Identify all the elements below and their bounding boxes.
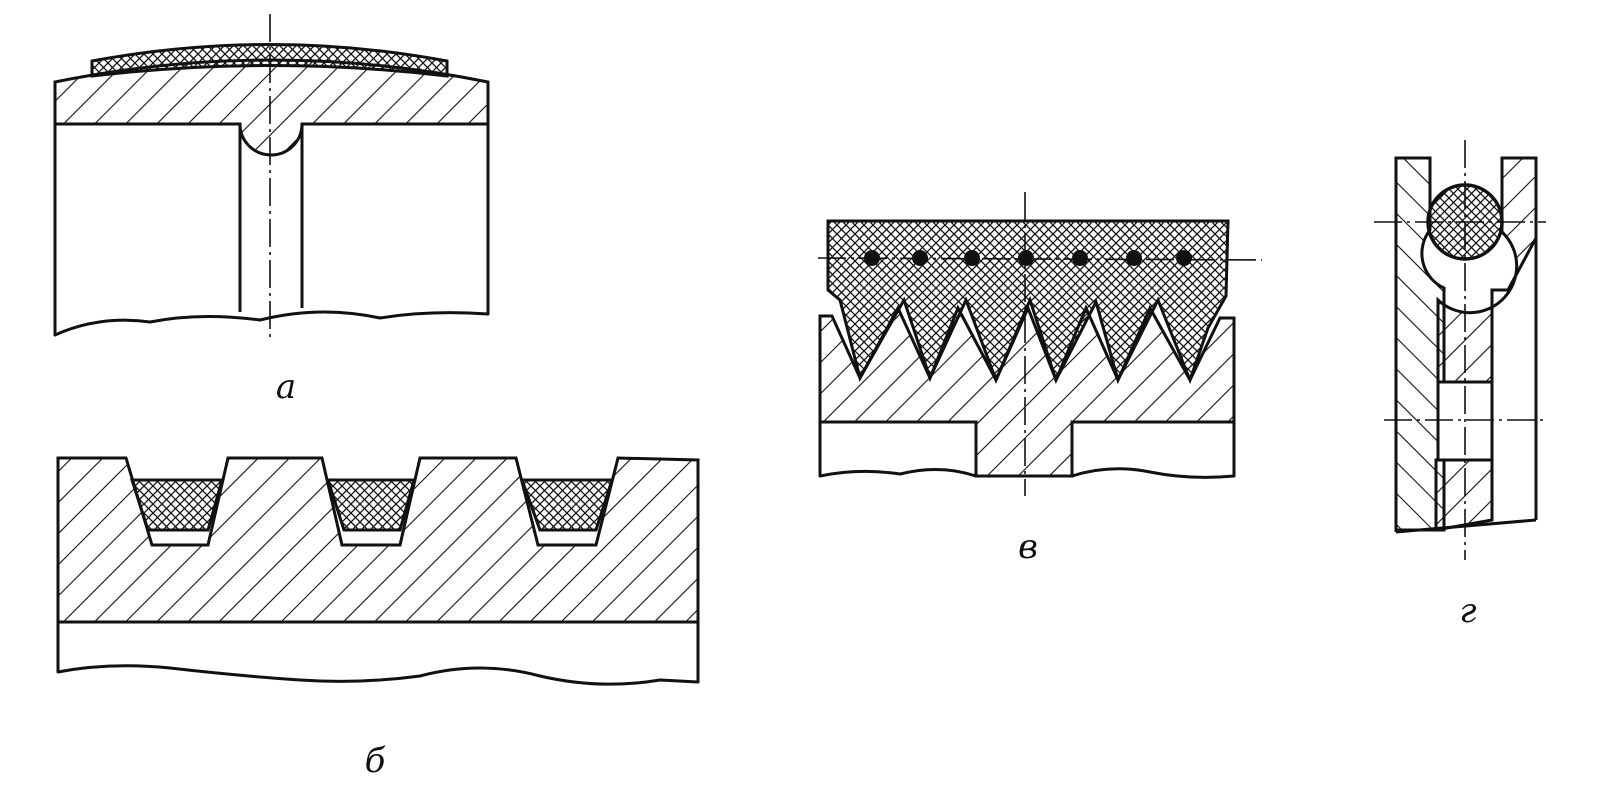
figure-g-caption: г bbox=[1459, 591, 1476, 631]
figure-a-body-section bbox=[53, 58, 490, 157]
figure-b-body-section bbox=[56, 456, 700, 624]
figure-b-insert-1 bbox=[129, 478, 224, 532]
figure-a-body-lower bbox=[53, 124, 490, 337]
figure-b-caption: б bbox=[365, 741, 386, 781]
figure-b-insert-2 bbox=[325, 478, 416, 532]
figure-g-right-jaw bbox=[1434, 156, 1538, 532]
figure-v-caption: в bbox=[1018, 527, 1038, 567]
figure-b-base bbox=[56, 622, 700, 686]
figure-v-base bbox=[818, 422, 1236, 479]
figure-b-insert-3 bbox=[519, 478, 615, 532]
figure-v-horizontal-axis bbox=[817, 257, 1263, 261]
figure-g: г bbox=[1374, 140, 1546, 631]
figure-a: а bbox=[53, 14, 490, 407]
figure-v: в bbox=[817, 192, 1263, 567]
figure-b: б bbox=[56, 456, 700, 781]
figure-a-caption: а bbox=[276, 367, 296, 407]
